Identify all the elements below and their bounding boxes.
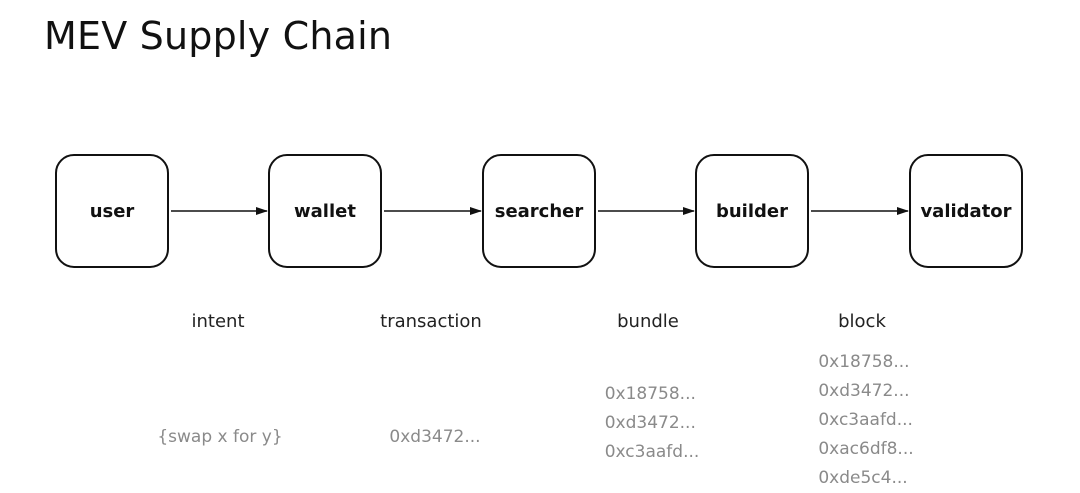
example-item: 0xac6df8... (818, 439, 914, 459)
node-box-validator (909, 154, 1023, 268)
stage-label-bundle: bundle (617, 311, 679, 332)
node-label-searcher: searcher (495, 201, 584, 222)
node-box-builder (695, 154, 809, 268)
page-title: MEV Supply Chain (44, 14, 393, 58)
example-item: 0xde5c4... (818, 468, 908, 488)
example-item: 0xd3472... (818, 381, 910, 401)
node-user: user (55, 154, 169, 268)
example-item: 0x18758... (604, 383, 696, 404)
node-searcher: searcher (482, 154, 596, 268)
stage-label-intent: intent (191, 311, 245, 332)
stage-examples-block: 0x18758... 0xd3472... 0xc3aafd... 0xac6df8.… (818, 348, 913, 493)
stage-examples-transaction: 0xd3472... (389, 423, 480, 452)
node-box-wallet (268, 154, 382, 268)
example-item: 0xc3aafd... (604, 441, 700, 462)
stage-examples-bundle: 0x18758... 0xd3472... 0xc3aafd... (605, 380, 700, 467)
node-label-user: user (90, 201, 135, 222)
node-box-user (55, 154, 169, 268)
example-item: 0xd3472... (389, 426, 481, 447)
stage-label-transaction: transaction (380, 311, 482, 332)
node-label-validator: validator (920, 201, 1011, 222)
example-item: 0xc3aafd... (818, 410, 913, 430)
node-label-wallet: wallet (294, 201, 356, 222)
node-wallet: wallet (268, 154, 382, 268)
stage-label-block: block (838, 311, 886, 332)
node-label-builder: builder (716, 201, 788, 222)
supply-chain-diagram: user wallet searcher builder validator (55, 154, 1023, 268)
example-item: 0x18758... (818, 352, 910, 372)
node-box-searcher (482, 154, 596, 268)
node-validator: validator (909, 154, 1023, 268)
example-item: 0xd3472... (604, 412, 696, 433)
example-item: {swap x for y} (157, 426, 283, 447)
node-builder: builder (695, 154, 809, 268)
stage-examples-intent: {swap x for y} (157, 423, 282, 452)
